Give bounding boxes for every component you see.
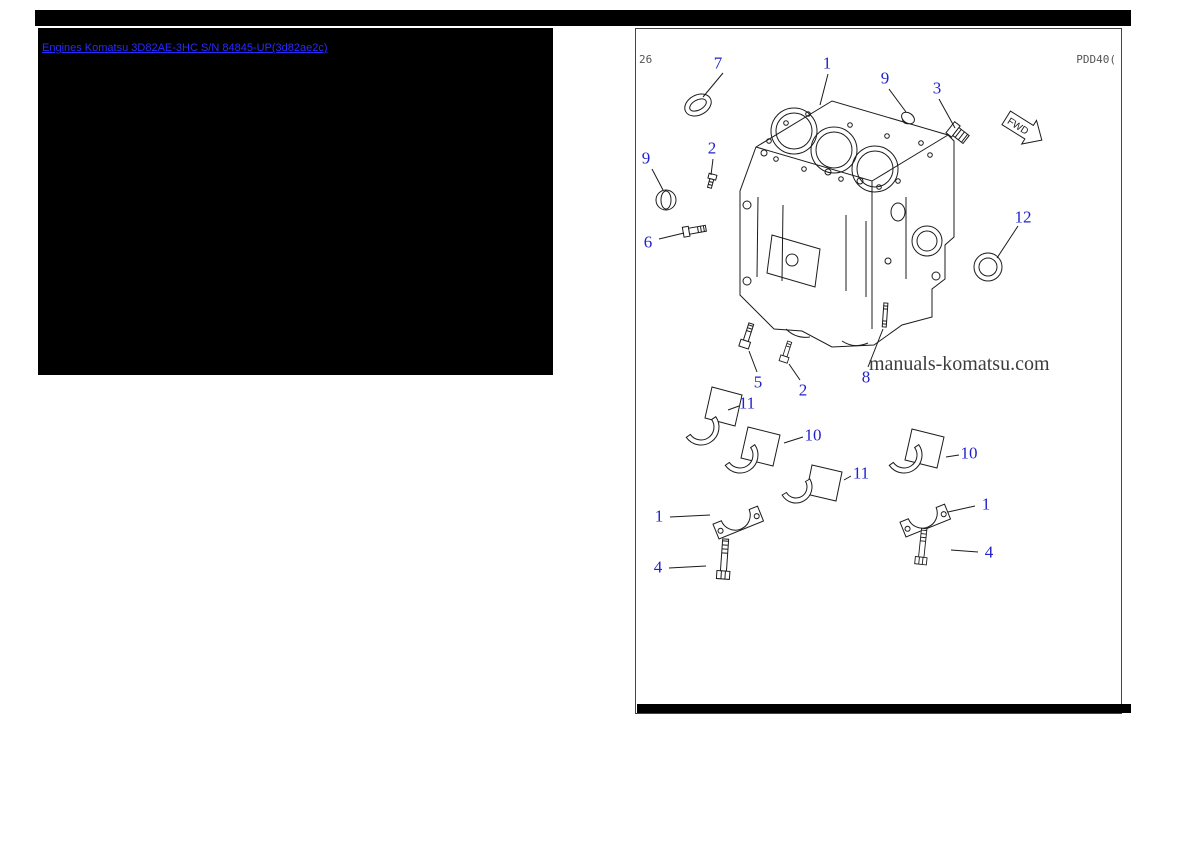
callout-label-3: 3 <box>932 78 942 98</box>
leader-line <box>702 72 724 98</box>
part-bolt-2-top <box>706 172 718 189</box>
callout-label-12: 12 <box>1014 207 1032 227</box>
part-bearing-shell-11-upper <box>685 386 743 446</box>
callout-label-9: 9 <box>641 148 651 168</box>
part-bolt-6 <box>681 224 707 238</box>
callout-label-11: 11 <box>852 463 870 483</box>
part-stud-8 <box>881 302 889 328</box>
page-number: 26 <box>639 53 653 66</box>
part-plug-9-top <box>901 111 915 125</box>
part-thrust-washer-11 <box>781 464 843 504</box>
leader-line <box>668 565 707 569</box>
callout-label-1: 1 <box>654 506 664 526</box>
watermark-text: manuals-komatsu.com <box>869 353 1050 375</box>
part-bearing-cap-1-right <box>899 503 952 538</box>
leader-line <box>783 436 804 444</box>
leader-line <box>947 505 976 513</box>
callout-label-8: 8 <box>861 367 871 387</box>
leader-line <box>996 225 1019 259</box>
callout-label-10: 10 <box>960 443 978 463</box>
leader-line <box>938 98 956 129</box>
leader-line <box>658 232 685 240</box>
callout-label-9: 9 <box>880 68 890 88</box>
leader-line <box>669 514 711 518</box>
callout-label-4: 4 <box>653 557 663 577</box>
left-black-panel: Engines Komatsu 3D82AE-3HC S/N 84845-UP(… <box>38 28 553 375</box>
bottom-black-bar <box>637 704 1131 713</box>
top-black-bar <box>35 10 1131 26</box>
leader-line <box>788 363 801 381</box>
leader-line <box>819 73 829 106</box>
callout-label-1: 1 <box>822 53 832 73</box>
engine-model-link[interactable]: Engines Komatsu 3D82AE-3HC S/N 84845-UP(… <box>42 42 328 54</box>
part-cover-12 <box>973 252 1003 282</box>
fwd-label: FWD <box>1005 116 1030 137</box>
part-cylinder-block <box>739 100 955 348</box>
callout-label-2: 2 <box>798 380 808 400</box>
callout-label-10: 10 <box>804 425 822 445</box>
part-oval-plug-7 <box>684 93 712 117</box>
callout-label-2: 2 <box>707 138 717 158</box>
leader-line <box>888 88 907 113</box>
leader-line <box>843 475 852 481</box>
callout-label-5: 5 <box>753 372 763 392</box>
leader-line <box>710 158 714 176</box>
part-bearing-shell-10-upper <box>724 426 781 474</box>
part-cap-bolt-4-right <box>914 527 928 566</box>
part-bearing-cap-1-left <box>712 505 765 540</box>
leader-line <box>727 405 740 411</box>
leader-line <box>945 454 960 458</box>
part-taper-plug-3 <box>945 121 970 145</box>
part-bolt-2-lower <box>778 340 793 364</box>
callout-label-1: 1 <box>981 494 991 514</box>
fwd-arrow: FWD <box>1001 110 1043 145</box>
parts-diagram-panel: FWD <box>635 28 1122 714</box>
part-cap-bolt-4-left <box>715 538 731 580</box>
part-cup-plug-9 <box>655 189 677 211</box>
part-bolt-5 <box>738 322 755 350</box>
callout-label-11: 11 <box>738 393 756 413</box>
leader-line <box>651 168 664 191</box>
figure-code: PDD40( <box>1076 53 1116 66</box>
leader-line <box>950 549 979 553</box>
callout-label-4: 4 <box>984 542 994 562</box>
callout-label-6: 6 <box>643 232 653 252</box>
part-bearing-shell-10-lower <box>888 428 945 474</box>
callout-label-7: 7 <box>713 53 723 73</box>
leader-line <box>748 350 758 373</box>
